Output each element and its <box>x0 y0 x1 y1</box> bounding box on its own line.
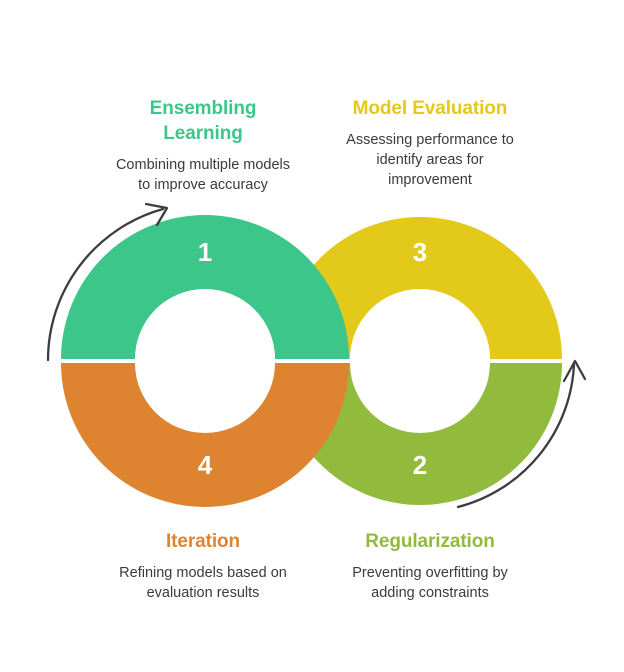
label-block-model-evaluation: Model Evaluation Assessing performance t… <box>312 96 548 190</box>
label-desc-line2: adding constraints <box>371 585 489 601</box>
label-desc-line2: to improve accuracy <box>138 177 268 193</box>
label-desc-line1: Preventing overfitting by <box>352 565 508 581</box>
ring-segment-1[interactable] <box>61 215 349 359</box>
label-title-line2: Learning <box>163 123 243 144</box>
label-block-regularization: Regularization Preventing overfitting by… <box>310 529 550 603</box>
label-title-model-evaluation: Model Evaluation <box>352 98 508 119</box>
right-arrow <box>456 359 587 509</box>
label-desc-line2: identify areas for <box>376 152 484 168</box>
left-arrow-head <box>144 202 169 227</box>
label-title-iteration: Iteration <box>165 531 241 552</box>
ring-segment-3[interactable] <box>278 217 562 359</box>
ring-number-4: 4 <box>198 450 213 480</box>
left-arrow <box>46 202 169 362</box>
label-block-ensembling-learning: Ensembling Learning Combining multiple m… <box>78 96 328 195</box>
label-desc-regularization: Preventing overfitting by adding constra… <box>310 563 550 603</box>
label-title-line1: Ensembling <box>149 98 257 119</box>
left-ring-gap <box>135 359 275 363</box>
label-desc-line3: improvement <box>388 172 472 188</box>
right-arrow-head <box>562 359 587 383</box>
label-title-regularization: Regularization <box>365 531 495 552</box>
ring-number-2: 2 <box>413 450 427 480</box>
label-desc-ensembling-learning: Combining multiple models to improve acc… <box>78 155 328 195</box>
label-desc-line1: Assessing performance to <box>346 132 514 148</box>
label-desc-iteration: Refining models based on evaluation resu… <box>88 563 318 603</box>
label-desc-line1: Combining multiple models <box>115 157 291 173</box>
ring-number-3: 3 <box>413 237 427 267</box>
label-desc-model-evaluation: Assessing performance to identify areas … <box>312 130 548 190</box>
label-desc-line2: evaluation results <box>146 585 260 601</box>
right-ring-gap <box>350 359 490 363</box>
ring-segment-2[interactable] <box>278 363 562 505</box>
ring-number-1: 1 <box>198 237 212 267</box>
left-arrow-shaft <box>46 207 165 362</box>
ring-segment-4[interactable] <box>61 363 349 507</box>
label-block-iteration: Iteration Refining models based on evalu… <box>88 529 318 603</box>
label-desc-line1: Refining models based on <box>119 565 287 581</box>
label-title-ensembling-learning: Ensembling Learning <box>78 96 328 146</box>
right-arrow-shaft <box>456 363 576 509</box>
